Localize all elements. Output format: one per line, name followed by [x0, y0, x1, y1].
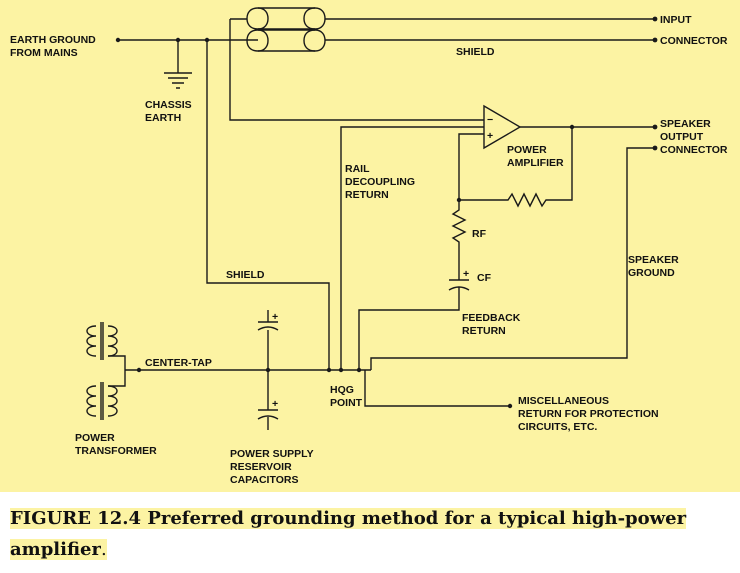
ground-bus: [125, 367, 371, 373]
cf-label: CF: [477, 272, 492, 284]
feedback-return-label-1: FEEDBACK: [462, 312, 521, 324]
speaker-ground-label-1: SPEAKER: [628, 254, 679, 266]
power-amplifier-label-2: AMPLIFIER: [507, 157, 564, 169]
misc-return-label-2: RETURN FOR PROTECTION: [518, 408, 659, 420]
power-transformer-label-2: TRANSFORMER: [75, 445, 157, 457]
rail-decoupling-wire: [340, 126, 484, 370]
psu-capacitors-label-3: CAPACITORS: [230, 474, 298, 486]
rail-decoupling-label-2: DECOUPLING: [345, 176, 415, 188]
opamp-plus-label: +: [487, 130, 493, 142]
speaker-output-label-1: SPEAKER: [660, 118, 711, 130]
shielded-cable: [229, 7, 658, 121]
speaker-output-label-3: CONNECTOR: [660, 144, 728, 156]
chassis-earth-label-1: CHASSIS: [145, 99, 192, 111]
psu-capacitors-label-2: RESERVOIR: [230, 461, 292, 473]
opamp-minus-label: −: [487, 114, 493, 126]
input-connector-label-2: CONNECTOR: [660, 35, 728, 47]
figure-caption: FIGURE 12.4 Preferred grounding method f…: [10, 503, 732, 565]
cap2-plus-label: +: [272, 398, 278, 410]
center-tap-label: CENTER-TAP: [145, 357, 212, 369]
misc-return-wire: [364, 370, 513, 409]
misc-return-label-1: MISCELLANEOUS: [518, 395, 609, 407]
rail-decoupling-label-3: RETURN: [345, 189, 389, 201]
speaker-ground-wire: [370, 145, 658, 370]
cap1-plus-label: +: [272, 311, 278, 323]
speaker-ground-label-2: GROUND: [628, 267, 675, 279]
earth-ground-label-2: FROM MAINS: [10, 47, 78, 59]
diagram-background: [0, 0, 740, 492]
rail-decoupling-label-1: RAIL: [345, 163, 370, 175]
shield-left-label: SHIELD: [226, 269, 265, 281]
hqg-point-label-2: POINT: [330, 397, 363, 409]
figure-caption-period: .: [101, 539, 107, 560]
shield-wire: [206, 40, 330, 370]
psu-capacitors-label-1: POWER SUPPLY: [230, 448, 314, 460]
rf-label: RF: [472, 228, 487, 240]
power-transformer: [86, 322, 126, 420]
power-amplifier-label-1: POWER: [507, 144, 547, 156]
reservoir-capacitors: + +: [257, 310, 279, 430]
feedback-network: +: [358, 127, 573, 370]
earth-ground-label-1: EARTH GROUND: [10, 34, 96, 46]
feedback-return-label-2: RETURN: [462, 325, 506, 337]
power-transformer-label-1: POWER: [75, 432, 115, 444]
hqg-point-label-1: HQG: [330, 384, 354, 396]
figure-caption-text: FIGURE 12.4 Preferred grounding method f…: [10, 508, 687, 560]
speaker-output-label-2: OUTPUT: [660, 131, 704, 143]
shield-top-label: SHIELD: [456, 46, 495, 58]
cf-plus-label: +: [463, 268, 469, 280]
chassis-earth-label-2: EARTH: [145, 112, 181, 124]
chassis-earth-symbol: [164, 40, 192, 89]
misc-return-label-3: CIRCUITS, ETC.: [518, 421, 597, 433]
grounding-diagram: − + +: [0, 0, 740, 492]
input-connector-label-1: INPUT: [660, 14, 692, 26]
earth-ground-wire: [115, 37, 258, 43]
